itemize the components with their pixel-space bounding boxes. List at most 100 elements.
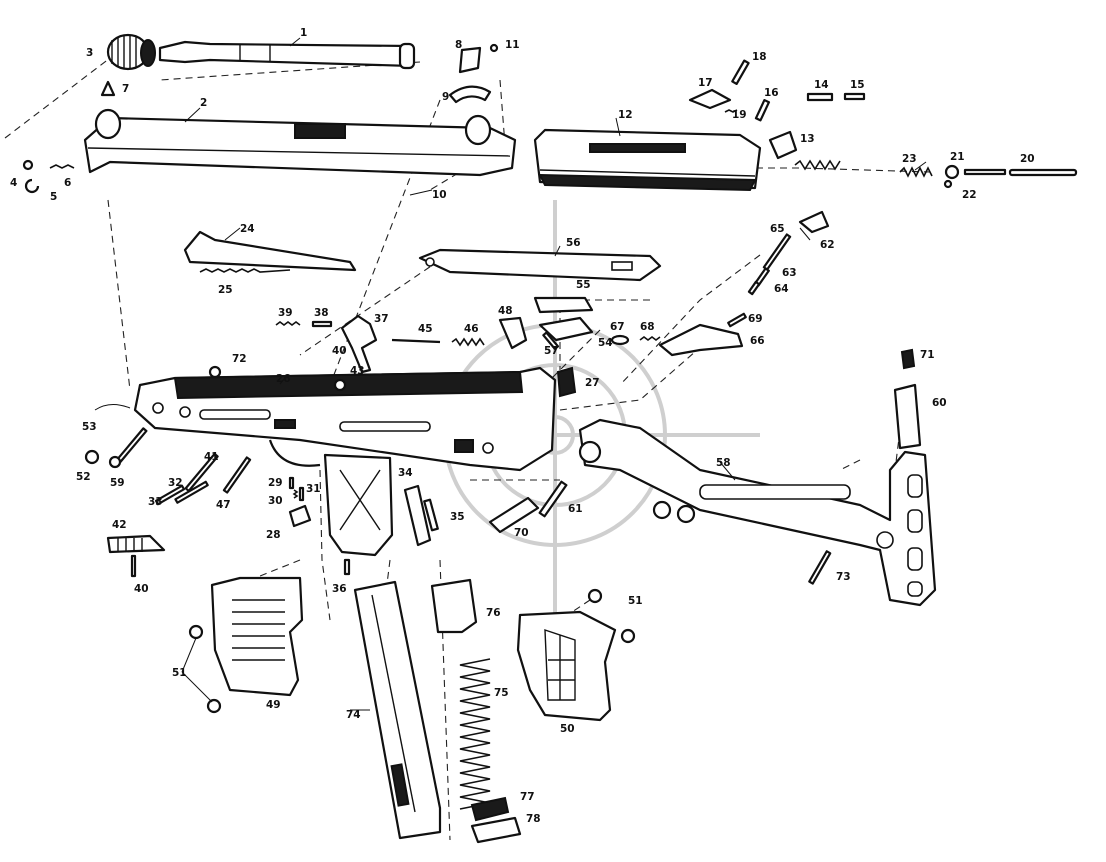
magazine-body — [353, 580, 442, 840]
callout-8: 8 — [455, 39, 462, 51]
callout-33: 33 — [148, 496, 163, 508]
sling-swivel — [747, 210, 830, 296]
callout-39: 39 — [278, 307, 293, 319]
callout-24: 24 — [240, 223, 255, 235]
callout-26: 26 — [276, 373, 291, 385]
bolt — [533, 128, 762, 192]
callout-15: 15 — [850, 79, 865, 91]
callout-62: 62 — [820, 239, 835, 251]
cocking-lever-parts — [610, 312, 747, 357]
callout-37: 37 — [374, 313, 389, 325]
callout-30: 30 — [268, 495, 283, 507]
callout-18: 18 — [752, 51, 767, 63]
callout-50: 50 — [560, 723, 575, 735]
callout-27: 27 — [585, 377, 600, 389]
screw-43 — [333, 378, 347, 392]
callout-72: 72 — [232, 353, 247, 365]
callout-34: 34 — [398, 467, 413, 479]
callout-53: 53 — [82, 421, 97, 433]
callout-65: 65 — [770, 223, 785, 235]
callout-51-right: 51 — [628, 595, 643, 607]
callout-52: 52 — [76, 471, 91, 483]
callout-71: 71 — [920, 349, 935, 361]
callout-leaders — [181, 37, 927, 711]
magazine-follower — [430, 578, 478, 634]
callout-21: 21 — [950, 151, 965, 163]
callout-40-upper: 40 — [332, 345, 347, 357]
callout-28: 28 — [266, 529, 281, 541]
callout-54: 54 — [598, 337, 613, 349]
callout-10: 10 — [432, 189, 447, 201]
callout-48: 48 — [498, 305, 513, 317]
callout-47: 47 — [216, 499, 231, 511]
bolt-small-parts — [688, 59, 866, 160]
callout-20: 20 — [1020, 153, 1035, 165]
callout-11: 11 — [505, 39, 520, 51]
callout-9: 9 — [442, 91, 449, 103]
sear-parts — [275, 314, 485, 374]
callout-69: 69 — [748, 313, 763, 325]
callout-2: 2 — [200, 97, 207, 109]
callout-7: 7 — [122, 83, 129, 95]
front-sight — [100, 80, 116, 97]
callout-68: 68 — [640, 321, 655, 333]
callout-35: 35 — [450, 511, 465, 523]
callout-46: 46 — [464, 323, 479, 335]
trigger-bar — [418, 248, 662, 282]
callout-1: 1 — [300, 27, 307, 39]
barrel — [158, 40, 416, 70]
screw-72 — [208, 365, 222, 379]
callout-73: 73 — [836, 571, 851, 583]
right-grip — [516, 610, 617, 722]
callout-59: 59 — [110, 477, 125, 489]
magazine-well — [268, 439, 394, 557]
callout-13: 13 — [800, 133, 815, 145]
callout-63: 63 — [782, 267, 797, 279]
folding-stock — [578, 418, 937, 607]
callout-70: 70 — [514, 527, 529, 539]
callout-31: 31 — [306, 483, 321, 495]
callout-75: 75 — [494, 687, 509, 699]
left-grip — [210, 576, 304, 697]
callout-16: 16 — [764, 87, 779, 99]
callout-57: 57 — [544, 345, 559, 357]
barrel-nut — [106, 33, 156, 71]
magazine-floor-plate — [470, 816, 522, 844]
part-number-labels: 1 2 3 4 5 6 7 8 9 10 11 12 13 14 15 16 1… — [10, 27, 1035, 825]
callout-51-left: 51 — [172, 667, 187, 679]
stock-pin — [538, 480, 568, 518]
callout-14: 14 — [814, 79, 829, 91]
disconnector-parts — [498, 296, 594, 351]
safety-parts — [288, 476, 312, 528]
callout-40-lower: 40 — [134, 583, 149, 595]
callout-55: 55 — [576, 279, 591, 291]
pins-and-screws — [84, 404, 252, 506]
callout-4: 4 — [10, 177, 17, 189]
callout-78: 78 — [526, 813, 541, 825]
callout-41: 41 — [204, 451, 219, 463]
front-sight-parts — [22, 159, 75, 194]
stock-button — [488, 496, 540, 534]
callout-77: 77 — [520, 791, 535, 803]
callout-49: 49 — [266, 699, 281, 711]
callout-12: 12 — [618, 109, 633, 121]
callout-6: 6 — [64, 177, 71, 189]
callout-17: 17 — [698, 77, 713, 89]
callout-64: 64 — [774, 283, 789, 295]
callout-19: 19 — [732, 109, 747, 121]
callout-36: 36 — [332, 583, 347, 595]
stock-latch — [893, 348, 922, 450]
callout-58: 58 — [716, 457, 731, 469]
ejector-assembly — [183, 230, 357, 273]
lower-receiver-latch — [556, 366, 577, 398]
stock-pin-small — [808, 550, 832, 585]
callout-25: 25 — [218, 284, 233, 296]
callout-67: 67 — [610, 321, 625, 333]
callout-38: 38 — [314, 307, 329, 319]
recoil-spring-assembly — [794, 159, 1078, 189]
callout-29: 29 — [268, 477, 283, 489]
magazine-spring — [459, 658, 491, 810]
callout-61: 61 — [568, 503, 583, 515]
callout-60: 60 — [932, 397, 947, 409]
callout-23: 23 — [902, 153, 917, 165]
